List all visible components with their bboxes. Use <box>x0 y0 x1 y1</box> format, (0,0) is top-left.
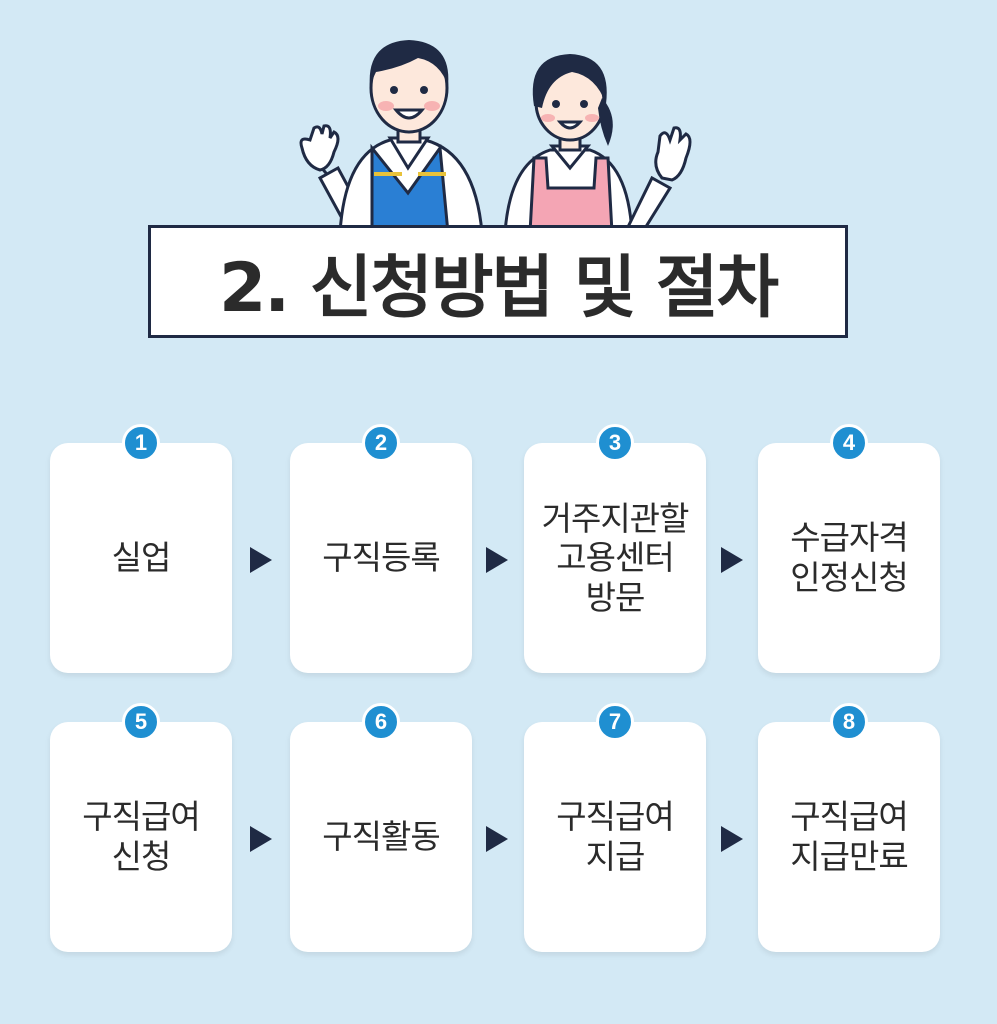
step-label: 구직등록 <box>322 538 440 578</box>
step-number-badge: 5 <box>122 703 160 741</box>
arrow-right-icon <box>721 826 743 852</box>
step-label: 구직급여 지급 <box>556 797 674 876</box>
step-label: 구직급여 신청 <box>82 797 200 876</box>
arrow-right-icon <box>486 826 508 852</box>
step-card-5: 구직급여 신청 <box>50 722 232 952</box>
step-number-badge: 4 <box>830 424 868 462</box>
staff-characters-illustration <box>299 40 692 233</box>
page-title: 2. 신청방법 및 절차 <box>218 249 779 328</box>
step-label: 거주지관할 고용센터 방문 <box>541 498 690 617</box>
step-number-badge: 3 <box>596 424 634 462</box>
step-label: 수급자격 인정신청 <box>790 518 908 597</box>
arrow-right-icon <box>721 547 743 573</box>
step-card-4: 수급자격 인정신청 <box>758 443 940 673</box>
title-box: 2. 신청방법 및 절차 <box>148 225 848 338</box>
step-card-2: 구직등록 <box>290 443 472 673</box>
arrow-right-icon <box>250 547 272 573</box>
step-number-badge: 6 <box>362 703 400 741</box>
step-label: 구직급여 지급만료 <box>790 797 908 876</box>
step-card-8: 구직급여 지급만료 <box>758 722 940 952</box>
step-card-6: 구직활동 <box>290 722 472 952</box>
woman-character <box>503 54 692 233</box>
arrow-right-icon <box>250 826 272 852</box>
step-label: 구직활동 <box>322 817 440 857</box>
step-number-badge: 2 <box>362 424 400 462</box>
step-label: 실업 <box>111 538 172 578</box>
step-number-badge: 8 <box>830 703 868 741</box>
step-number-badge: 7 <box>596 703 634 741</box>
step-card-7: 구직급여 지급 <box>524 722 706 952</box>
arrow-right-icon <box>486 547 508 573</box>
step-card-3: 거주지관할 고용센터 방문 <box>524 443 706 673</box>
man-character <box>299 40 484 233</box>
step-number-badge: 1 <box>122 424 160 462</box>
step-card-1: 실업 <box>50 443 232 673</box>
